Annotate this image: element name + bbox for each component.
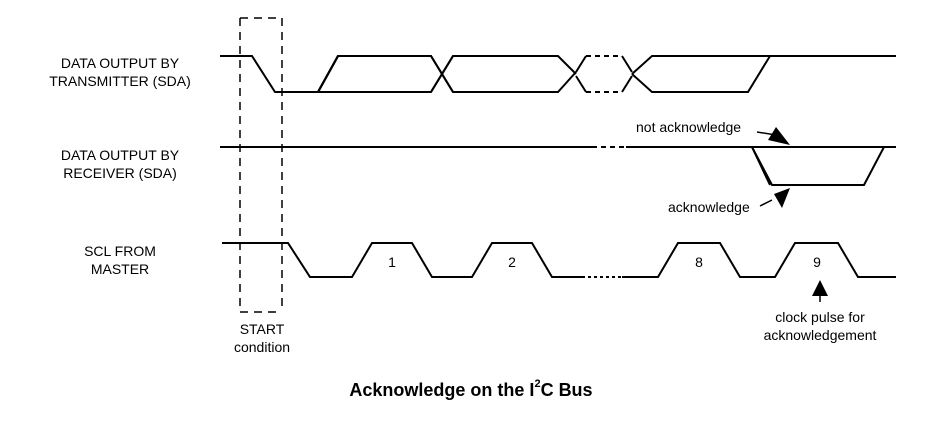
acknowledge-label: acknowledge — [668, 199, 750, 215]
clock-pulse-label-line2: acknowledgement — [763, 327, 877, 343]
pulse-number-8: 8 — [695, 254, 703, 270]
not-acknowledge-arrowhead — [768, 127, 790, 145]
scl-label-line1: SCL FROM — [84, 243, 156, 259]
receiver-label-line1: DATA OUTPUT BY — [60, 147, 180, 163]
scl-waveform — [222, 242, 896, 278]
pulse-number-1: 1 — [388, 254, 396, 270]
transmitter-label-line1: DATA OUTPUT BY — [60, 55, 180, 71]
scl-label: SCL FROM MASTER — [22, 242, 218, 278]
acknowledge-arrowhead — [774, 188, 790, 208]
start-condition-line2: condition — [233, 339, 291, 355]
receiver-label: DATA OUTPUT BY RECEIVER (SDA) — [22, 146, 218, 182]
clock-pulse-label: clock pulse for acknowledgement — [740, 308, 900, 344]
receiver-sda-waveform — [220, 146, 896, 186]
transmitter-label-line2: TRANSMITTER (SDA) — [49, 73, 191, 89]
caption-superscript: 2 — [534, 378, 541, 390]
transmitter-dashes — [586, 55, 622, 93]
caption-prefix: Acknowledge on the I — [349, 380, 535, 400]
scl-label-line2: MASTER — [90, 261, 150, 277]
caption-suffix: C Bus — [540, 380, 593, 400]
start-condition-line1: START — [239, 321, 285, 337]
receiver-label-line2: RECEIVER (SDA) — [63, 165, 177, 181]
diagram-caption: Acknowledge on the I2C Bus — [0, 378, 942, 402]
not-acknowledge-label: not acknowledge — [636, 119, 742, 135]
start-condition-box — [239, 17, 283, 313]
clock-pulse-label-line1: clock pulse for — [775, 309, 865, 325]
transmitter-label: DATA OUTPUT BY TRANSMITTER (SDA) — [22, 54, 218, 90]
pulse-number-2: 2 — [508, 254, 516, 270]
clock-pulse-arrowhead — [812, 280, 828, 296]
start-condition-label: START condition — [222, 320, 302, 356]
pulse-number-9: 9 — [813, 254, 821, 270]
transmitter-sda-waveform — [220, 55, 896, 93]
